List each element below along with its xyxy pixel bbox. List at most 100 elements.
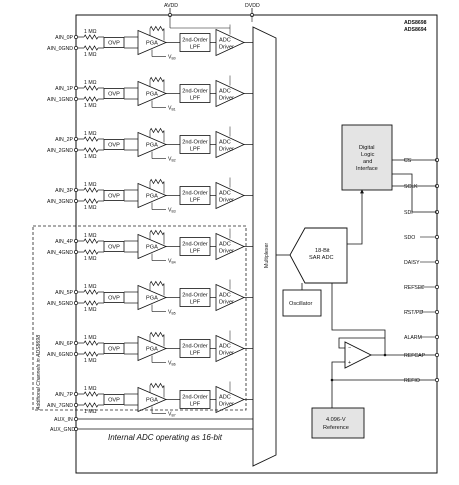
resistor-icon (149, 229, 165, 236)
pga-label-2: PGA (146, 143, 158, 149)
ain-p-label-5: AIN_5P (55, 290, 73, 296)
ain-p-label-4: AIN_4P (55, 239, 73, 245)
resistor-icon (83, 85, 99, 91)
drv-label1-5: ADC (219, 293, 231, 299)
resistor-icon (83, 391, 99, 397)
ain-p-pin-3[interactable] (74, 188, 78, 192)
drv-label1-6: ADC (219, 344, 231, 350)
adc-label-2: SAR ADC (309, 255, 334, 261)
pga-label-4: PGA (146, 245, 158, 251)
vb-label-6: VB6 (168, 361, 176, 367)
resistor-icon (83, 340, 99, 346)
ain-gnd-label-1: AIN_1GND (47, 97, 73, 103)
ovp-label-2: OVP (108, 143, 120, 149)
ain-gnd-pin-6[interactable] (74, 352, 78, 356)
adc-driver-5 (215, 283, 245, 312)
lpf-label1-7: 2nd-Order (182, 395, 208, 401)
resistor-icon (83, 34, 99, 40)
ain-p-pin-1[interactable] (74, 86, 78, 90)
pin-rst-pd[interactable] (435, 310, 439, 314)
vb-label-2: VB2 (168, 157, 176, 163)
aux-in-pin[interactable] (74, 417, 78, 421)
resistor-icon (149, 178, 165, 185)
aux-gnd-pin[interactable] (74, 427, 78, 431)
adc-driver-0 (215, 28, 245, 57)
resistor-label-gnd-3: 1 MΩ (84, 205, 97, 211)
resistor-icon (83, 300, 99, 306)
ref-label-2: Reference (323, 425, 349, 431)
drv-label2-4: Driver (219, 249, 234, 255)
ovp-block-2 (103, 139, 125, 150)
ain-p-pin-2[interactable] (74, 137, 78, 141)
resistor-icon (83, 351, 99, 357)
node-refcap (383, 353, 387, 357)
lpf-label2-3: LPF (190, 198, 201, 204)
ain-p-pin-7[interactable] (74, 392, 78, 396)
drv-label2-1: Driver (219, 96, 234, 102)
avdd-label: AVDD (164, 3, 178, 9)
pga-7 (137, 386, 168, 413)
adc-driver-7 (215, 385, 245, 414)
ain-gnd-label-4: AIN_4GND (47, 250, 73, 256)
adc-driver-4 (215, 232, 245, 261)
ain-gnd-pin-2[interactable] (74, 148, 78, 152)
ain-p-pin-5[interactable] (74, 290, 78, 294)
voltage-reference (311, 407, 365, 439)
ain-gnd-label-0: AIN_0GND (47, 46, 73, 52)
ain-gnd-pin-3[interactable] (74, 199, 78, 203)
resistor-icon (83, 249, 99, 255)
resistor-label-gnd-4: 1 MΩ (84, 256, 97, 262)
resistor-icon (149, 76, 165, 83)
resistor-label-p-5: 1 MΩ (84, 284, 97, 290)
resistor-icon (149, 382, 165, 389)
lpf-label2-5: LPF (190, 300, 201, 306)
adc-driver-6 (215, 334, 245, 363)
resistor-icon (83, 289, 99, 295)
ain-p-pin-0[interactable] (74, 35, 78, 39)
pga-label-5: PGA (146, 296, 158, 302)
pin-label-alarm: ALARM (404, 335, 422, 341)
pin-refcap[interactable] (435, 353, 439, 357)
ain-gnd-pin-7[interactable] (74, 403, 78, 407)
ain-p-pin-6[interactable] (74, 341, 78, 345)
ain-gnd-label-7: AIN_7GND (47, 403, 73, 409)
lpf-label1-3: 2nd-Order (182, 191, 208, 197)
ain-gnd-pin-5[interactable] (74, 301, 78, 305)
pin-alarm[interactable] (435, 335, 439, 339)
ain-gnd-pin-1[interactable] (74, 97, 78, 101)
pin-refsel[interactable] (435, 285, 439, 289)
multiplexer-label: Multiplexer (264, 243, 270, 268)
aux-note-box (84, 431, 248, 442)
oscillator (282, 289, 322, 317)
drv-label2-3: Driver (219, 198, 234, 204)
lpf-label1-6: 2nd-Order (182, 344, 208, 350)
pga-0 (137, 29, 168, 56)
ain-gnd-label-6: AIN_6GND (47, 352, 73, 358)
ain-gnd-pin-0[interactable] (74, 46, 78, 50)
pin-refio[interactable] (435, 378, 439, 382)
ovp-label-7: OVP (108, 398, 120, 404)
resistor-icon (83, 238, 99, 244)
lpf-label2-1: LPF (190, 96, 201, 102)
adc-label-1: 18-Bit (315, 248, 330, 254)
reference-wiring (331, 283, 437, 408)
pin-label-sclk: SCLK (404, 184, 418, 190)
ain-p-label-1: AIN_1P (55, 86, 73, 92)
reference-buffer (344, 341, 373, 369)
chip-outline (75, 14, 438, 474)
resistor-label-p-3: 1 MΩ (84, 182, 97, 188)
resistor-label-gnd-1: 1 MΩ (84, 103, 97, 109)
dvdd-label: DVDD (245, 3, 260, 9)
buffer-plus: + (348, 360, 351, 366)
drv-label2-0: Driver (219, 45, 234, 51)
ain-gnd-pin-4[interactable] (74, 250, 78, 254)
ain-p-pin-4[interactable] (74, 239, 78, 243)
resistor-label-gnd-0: 1 MΩ (84, 52, 97, 58)
pin-sdo[interactable] (435, 235, 439, 239)
resistor-icon (149, 280, 165, 287)
pin-daisy[interactable] (435, 260, 439, 264)
resistor-icon (83, 402, 99, 408)
